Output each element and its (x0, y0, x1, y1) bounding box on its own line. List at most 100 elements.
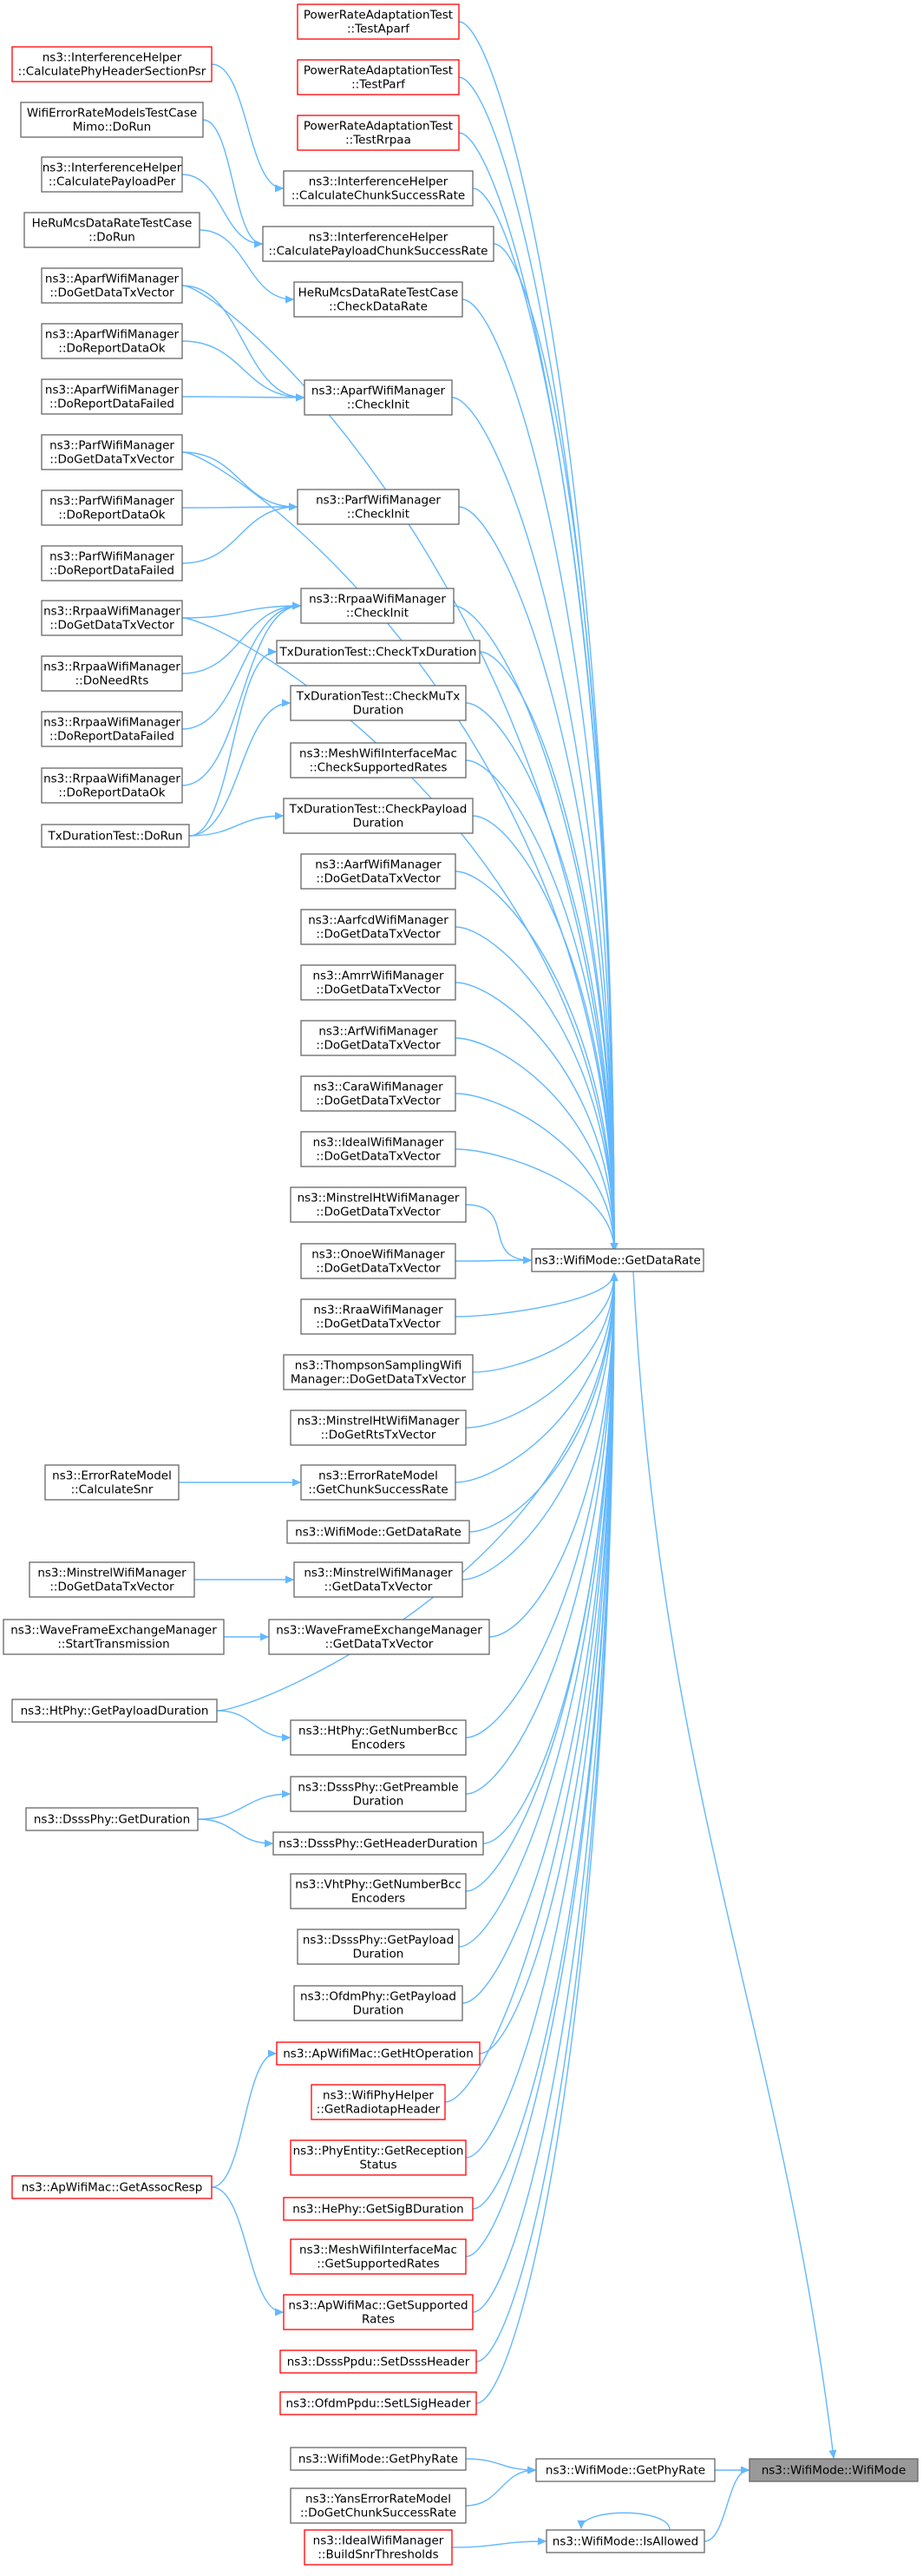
node-n25[interactable]: ns3::MeshWifiInterfaceMac::CheckSupporte… (290, 742, 467, 779)
node-box (41, 434, 183, 470)
node-n63[interactable]: ns3::DsssPpdu::SetDsssHeader (279, 2349, 477, 2374)
node-label: TxDurationTest::CheckTxDuration (279, 646, 477, 660)
node-n46[interactable]: ns3::WaveFrameExchangeManager::StartTran… (3, 1619, 225, 1655)
edge-n1-n36 (458, 21, 614, 1251)
node-n66[interactable]: ns3::WifiMode::GetPhyRate (535, 2458, 716, 2482)
node-n57[interactable]: ns3::WifiPhyHelper::GetRadiotapHeader (311, 2084, 446, 2120)
node-n48[interactable]: ns3::HtPhy::GetPayloadDuration (11, 1699, 218, 1723)
edge-n28-n21 (188, 652, 276, 837)
node-n55[interactable]: ns3::OfdmPhy::GetPayloadDuration (293, 1985, 463, 2021)
node-n24[interactable]: ns3::RrpaaWifiManager::DoReportDataFaile… (41, 711, 183, 747)
node-label: ::GetChunkSuccessRate (308, 1483, 448, 1497)
edge-n38-n36 (455, 1273, 614, 1318)
node-n13[interactable]: ns3::AparfWifiManager::CheckInit (304, 379, 453, 416)
node-n6[interactable]: ns3::InterferenceHelper::CalculateChunkS… (283, 170, 474, 207)
node-n4[interactable]: ns3::InterferenceHelper::CalculatePhyHea… (11, 46, 213, 82)
node-label: ns3::ApWifiMac::GetAssocResp (22, 2181, 203, 2195)
node-n35[interactable]: ns3::MinstrelHtWifiManager::DoGetDataTxV… (290, 1186, 467, 1223)
node-label: ::DoReportDataOk (58, 342, 165, 356)
node-n64[interactable]: ns3::OfdmPpdu::SetLSigHeader (279, 2391, 477, 2415)
node-n11[interactable]: ns3::AparfWifiManager::DoGetDataTxVector (41, 267, 183, 304)
node-n12[interactable]: ns3::AparfWifiManager::DoReportDataOk (41, 323, 183, 359)
node-n37[interactable]: ns3::OnoeWifiManager::DoGetDataTxVector (300, 1243, 456, 1279)
node-n31[interactable]: ns3::AmrrWifiManager::DoGetDataTxVector (300, 964, 456, 1001)
node-n69[interactable]: ns3::WifiMode::IsAllowed (546, 2529, 705, 2553)
node-n7[interactable]: ns3::InterferenceHelper::CalculatePayloa… (41, 156, 183, 193)
node-box (276, 2041, 481, 2066)
node-n21[interactable]: TxDurationTest::CheckTxDuration (276, 640, 481, 664)
node-n47[interactable]: ns3::WaveFrameExchangeManager::GetDataTx… (268, 1619, 490, 1655)
node-n2[interactable]: PowerRateAdaptationTest::TestParf (297, 59, 460, 95)
node-n60[interactable]: ns3::HePhy::GetSigBDuration (283, 2197, 474, 2221)
node-n1[interactable]: PowerRateAdaptationTest::TestAparf (297, 3, 460, 40)
node-n44[interactable]: ns3::MinstrelWifiManager::DoGetDataTxVec… (29, 1561, 195, 1598)
node-n20[interactable]: ns3::RrpaaWifiManager::DoGetDataTxVector (41, 600, 183, 636)
node-label: ::DoGetDataTxVector (316, 1262, 441, 1276)
node-n51[interactable]: ns3::DsssPhy::GetDuration (25, 1807, 199, 1831)
node-n65[interactable]: ns3::WifiMode::GetPhyRate (290, 2447, 467, 2471)
node-n15[interactable]: ns3::ParfWifiManager::DoGetDataTxVector (41, 434, 183, 470)
node-label: PowerRateAdaptationTest (304, 64, 453, 78)
node-label: ::BuildSnrThresholds (317, 2548, 438, 2562)
node-n3[interactable]: PowerRateAdaptationTest::TestRrpaa (297, 115, 460, 151)
node-n8[interactable]: ns3::InterferenceHelper::CalculatePayloa… (262, 226, 494, 262)
node-n43[interactable]: ns3::WifiMode::GetDataRate (286, 1520, 470, 1544)
node-box (279, 2349, 477, 2374)
node-n59[interactable]: ns3::ApWifiMac::GetAssocResp (11, 2175, 213, 2199)
node-n26[interactable]: ns3::RrpaaWifiManager::DoReportDataOk (41, 767, 183, 804)
node-label: Duration (353, 817, 404, 831)
node-n17[interactable]: ns3::ParfWifiManager::DoReportDataOk (41, 490, 183, 526)
node-n32[interactable]: ns3::ArfWifiManager::DoGetDataTxVector (300, 1020, 456, 1056)
node-n45[interactable]: ns3::MinstrelWifiManager::GetDataTxVecto… (293, 1561, 463, 1598)
node-n19[interactable]: ns3::RrpaaWifiManager::CheckInit (300, 588, 455, 624)
node-label: ::CheckInit (347, 398, 409, 412)
node-box (20, 102, 204, 138)
node-box (11, 1699, 218, 1723)
node-n41[interactable]: ns3::ErrorRateModel::CalculateSnr (44, 1464, 180, 1501)
node-label: ::StartTransmission (57, 1638, 169, 1652)
node-box (283, 2197, 474, 2221)
edge-n64-n36 (475, 1273, 614, 2404)
node-n36[interactable]: ns3::WifiMode::GetDataRate (531, 1248, 704, 1272)
node-label: ns3::MinstrelWifiManager (304, 1567, 453, 1580)
node-n18[interactable]: ns3::ParfWifiManager::DoReportDataFailed (41, 545, 183, 582)
node-n56[interactable]: ns3::ApWifiMac::GetHtOperation (276, 2041, 481, 2066)
node-n54[interactable]: ns3::DsssPhy::GetPayloadDuration (297, 1929, 460, 1965)
node-n61[interactable]: ns3::MeshWifiInterfaceMac::GetSupportedR… (290, 2238, 467, 2275)
node-n42[interactable]: ns3::ErrorRateModel::GetChunkSuccessRate (300, 1464, 456, 1501)
node-box (297, 1929, 460, 1965)
node-label: HeRuMcsDataRateTestCase (32, 217, 193, 231)
node-n67[interactable]: ns3::WifiMode::WifiMode (749, 2458, 919, 2482)
node-label: ns3::InterferenceHelper (309, 231, 448, 245)
node-n10[interactable]: HeRuMcsDataRateTestCase::CheckDataRate (293, 281, 463, 318)
node-n70[interactable]: ns3::IdealWifiManager::BuildSnrThreshold… (304, 2529, 453, 2566)
node-n28[interactable]: TxDurationTest::DoRun (41, 824, 190, 848)
node-label: ::CalculateSnr (71, 1483, 154, 1497)
node-n38[interactable]: ns3::RraaWifiManager::DoGetDataTxVector (300, 1298, 456, 1335)
node-n33[interactable]: ns3::CaraWifiManager::DoGetDataTxVector (300, 1075, 456, 1112)
node-n34[interactable]: ns3::IdealWifiManager::DoGetDataTxVector (300, 1131, 456, 1167)
node-n29[interactable]: ns3::AarfWifiManager::DoGetDataTxVector (300, 853, 456, 890)
node-n52[interactable]: ns3::DsssPhy::GetHeaderDuration (272, 1831, 484, 1856)
node-n22[interactable]: ns3::RrpaaWifiManager::DoNeedRts (41, 655, 183, 692)
node-n9[interactable]: HeRuMcsDataRateTestCase::DoRun (23, 212, 200, 248)
node-label: ns3::WifiMode::IsAllowed (553, 2535, 698, 2549)
node-n62[interactable]: ns3::ApWifiMac::GetSupportedRates (283, 2294, 474, 2330)
node-n30[interactable]: ns3::AarfcdWifiManager::DoGetDataTxVecto… (300, 909, 456, 945)
node-n68[interactable]: ns3::YansErrorRateModel::DoGetChunkSucce… (290, 2487, 467, 2524)
node-n39[interactable]: ns3::ThompsonSamplingWifiManager::DoGetD… (283, 1354, 474, 1390)
node-n16[interactable]: ns3::ParfWifiManager::CheckInit (297, 489, 460, 525)
node-n14[interactable]: ns3::AparfWifiManager::DoReportDataFaile… (41, 378, 183, 415)
node-n40[interactable]: ns3::MinstrelHtWifiManager::DoGetRtsTxVe… (290, 1410, 467, 1446)
node-label: ns3::MinstrelWifiManager (37, 1567, 187, 1580)
edge-n10-n36 (461, 299, 614, 1251)
edge-n28-n27 (188, 816, 283, 837)
